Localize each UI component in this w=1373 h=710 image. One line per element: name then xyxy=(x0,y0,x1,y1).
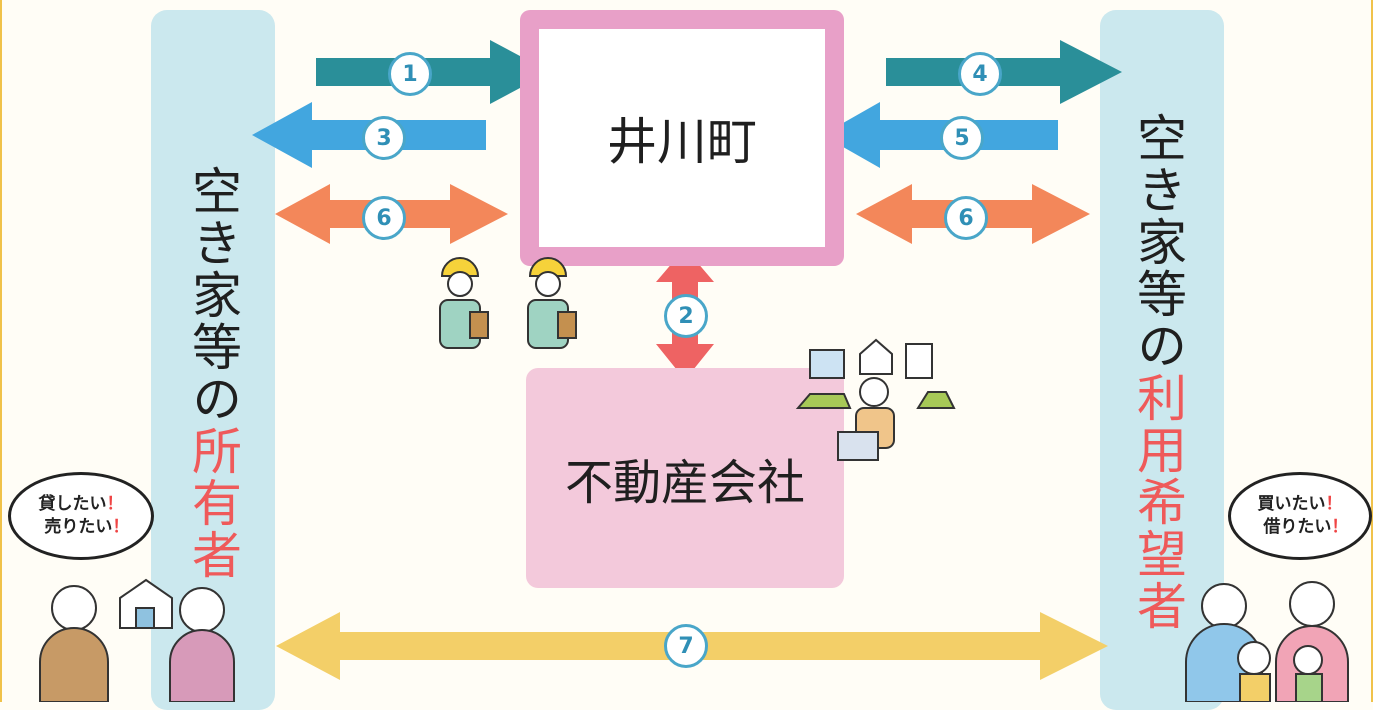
badge-4: 4 xyxy=(958,52,1002,96)
town-office-box: 井川町 xyxy=(520,10,844,266)
elderly-couple-icon xyxy=(39,578,235,702)
badge-6-right: 6 xyxy=(944,196,988,240)
left-frame-line xyxy=(0,0,2,702)
badge-5: 5 xyxy=(940,116,984,160)
owners-label: 空き家等の所有者 xyxy=(184,165,242,581)
badge-3: 3 xyxy=(362,116,406,160)
town-office-label: 井川町 xyxy=(607,113,757,171)
users-pillar xyxy=(1100,10,1224,710)
agent-icon xyxy=(795,338,956,461)
badge-2: 2 xyxy=(664,294,708,338)
badge-1: 1 xyxy=(388,52,432,96)
arrow-1 xyxy=(316,40,550,104)
users-label: 空き家等の利用希望者 xyxy=(1129,112,1187,632)
worker-icon xyxy=(439,257,577,349)
user-speech-bubble: 買いたい！ 借りたい！ xyxy=(1228,472,1372,560)
owner-speech-bubble: 貸したい！ 売りたい！ xyxy=(8,472,154,560)
real-estate-box: 不動産会社 xyxy=(526,368,844,588)
right-frame-line xyxy=(1371,0,1373,702)
family-icon xyxy=(1185,581,1349,702)
arrow-4 xyxy=(886,40,1122,104)
badge-6-left: 6 xyxy=(362,196,406,240)
badge-7: 7 xyxy=(664,624,708,668)
real-estate-label: 不動産会社 xyxy=(564,455,805,511)
